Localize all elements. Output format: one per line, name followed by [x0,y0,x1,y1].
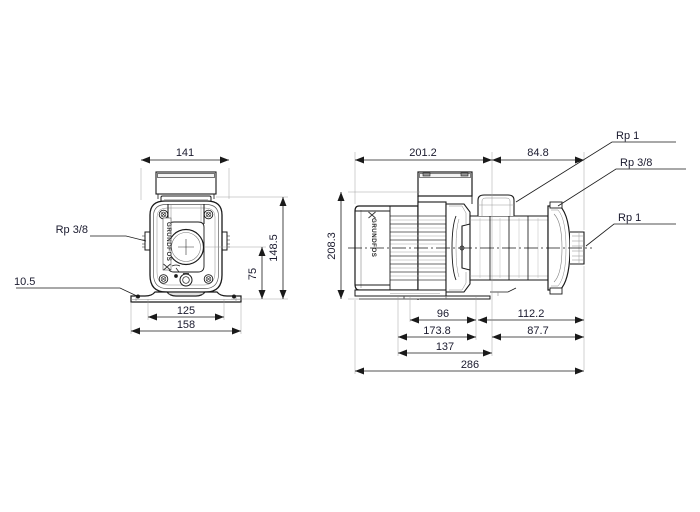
side-brand-text: GRUNDFOS [370,218,377,257]
front-shaft-boss [167,221,205,273]
side-terminal-box [417,171,473,204]
dim-158-text: 158 [177,319,195,331]
front-view-group: GRUNDFOS [130,171,242,303]
leader-side-rp38 [557,168,686,207]
dim-286 [354,300,584,375]
side-brand-logo: GRUNDFOS [368,211,377,257]
side-motor-body [354,196,447,300]
dim-137 [397,340,493,357]
front-side-ports [142,231,230,251]
label-front-rp38: Rp 3/8 [56,224,88,236]
dim-158 [130,302,242,335]
label-side-rp38: Rp 3/8 [620,157,652,169]
dim-286-text: 286 [461,359,479,371]
dim-208-3-text: 208.3 [326,232,338,260]
leader-front-10-5 [16,287,140,298]
label-side-rp1-top: Rp 1 [616,130,639,142]
front-drain-plug [171,264,193,287]
dim-137-text: 137 [436,341,454,353]
dim-141 [140,156,230,200]
dim-148-5 [216,196,288,300]
dim-75 [204,246,266,299]
dim-173-8-text: 173.8 [423,325,451,337]
front-view-dimensions: 141 148.5 75 125 158 [14,147,288,335]
dim-112-2 [478,266,585,324]
dim-75-text: 75 [247,268,259,280]
dim-87-7 [491,300,585,370]
side-view-group: GRUNDFOS [348,171,592,300]
dim-96 [409,297,477,324]
leader-side-rp1-bottom [585,223,676,247]
dim-87-7-text: 87.7 [527,325,548,337]
dim-84-8-text: 84.8 [527,147,548,159]
dim-96-text: 96 [437,308,449,320]
label-side-rp1-bottom: Rp 1 [618,212,641,224]
dim-208-3 [337,191,420,300]
front-brand-text: GRUNDFOS [165,222,172,261]
dim-141-text: 141 [176,147,194,159]
front-terminal-box [155,171,217,205]
side-view-dimensions: 201.2 84.8 208.3 96 112.2 [326,130,686,375]
dim-125 [147,299,225,321]
dim-84-8 [492,152,585,230]
dim-173-8 [397,297,477,341]
side-centerline [348,244,592,252]
leader-side-rp1-top [515,141,676,203]
side-suction-nozzle [477,194,515,216]
leader-front-rp38 [90,235,147,242]
dim-201-2-text: 201.2 [409,147,437,159]
dim-125-text: 125 [177,305,195,317]
dim-201-2 [354,152,493,300]
front-base-foot [130,291,242,303]
label-front-10-5: 10.5 [14,276,35,288]
dim-112-2-text: 112.2 [518,308,545,320]
front-brand-logo: GRUNDFOS [162,217,172,271]
dim-148-5-text: 148.5 [268,234,280,262]
